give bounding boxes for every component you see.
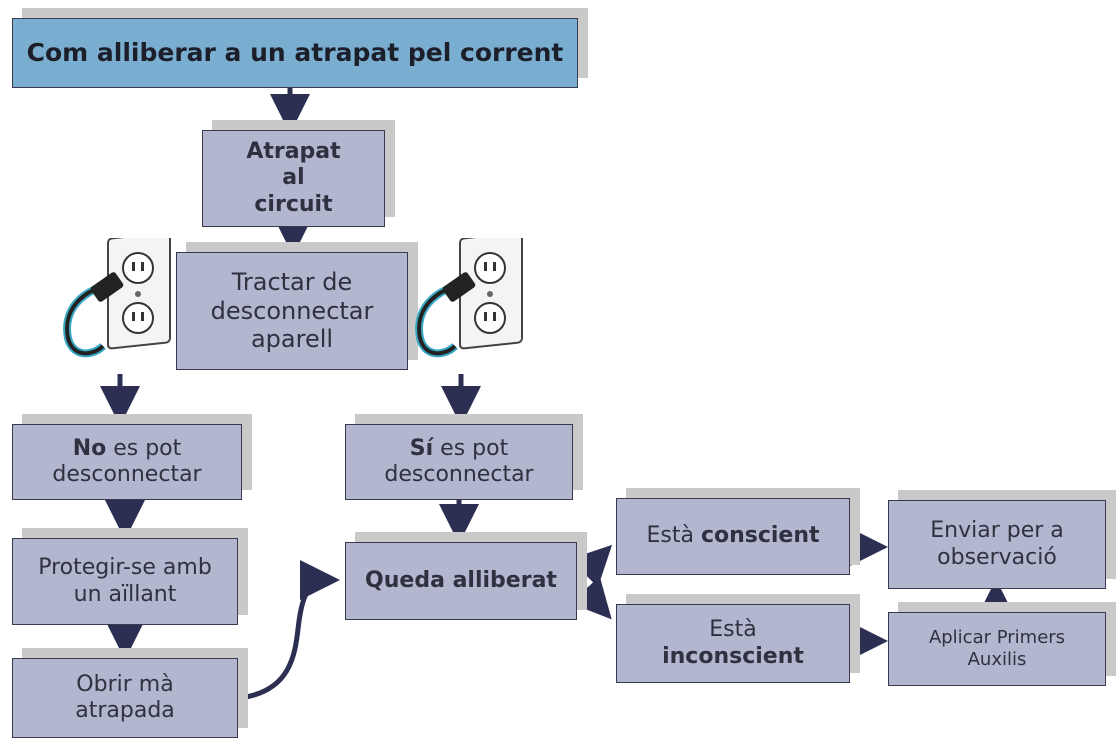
conscious-text: Està conscient <box>646 523 819 549</box>
unconscious-lead: Està <box>709 617 757 643</box>
trapped-text: Atrapat al circuit <box>246 138 341 217</box>
observation-text: Enviar per a observació <box>930 518 1064 570</box>
yes-rest: es pot desconnectar <box>384 435 534 487</box>
released-node: Queda alliberat <box>345 542 577 620</box>
released-text: Queda alliberat <box>365 567 557 593</box>
title-text: Com alliberar a un atrapat pel corrent <box>26 38 564 67</box>
trapped-node: Atrapat al circuit <box>202 130 385 227</box>
arrow-open-to-released <box>239 560 340 701</box>
plug-socket-icon-left <box>63 238 171 358</box>
conscious-lead: Està <box>646 523 701 549</box>
conscious-node: Està conscient <box>616 498 850 575</box>
yes-disconnect-text: Sí es pot desconnectar <box>366 436 552 489</box>
title-node: Com alliberar a un atrapat pel corrent <box>12 18 578 88</box>
open-hand-node: Obrir mà atrapada <box>12 658 238 738</box>
arrow-released-to-unconscious <box>570 576 612 620</box>
plug-socket-icon-right <box>415 238 523 358</box>
no-disconnect-node: No es pot desconnectar <box>12 424 242 500</box>
try-disconnect-node: Tractar de desconnectar aparell <box>176 252 408 370</box>
try-disconnect-text: Tractar de desconnectar aparell <box>210 267 374 354</box>
arrow-released-to-conscious <box>569 544 613 588</box>
no-disconnect-text: No es pot desconnectar <box>33 436 221 489</box>
yes-strong: Sí <box>409 435 434 461</box>
yes-disconnect-node: Sí es pot desconnectar <box>345 424 573 500</box>
observation-node: Enviar per a observació <box>888 500 1106 589</box>
open-hand-text: Obrir mà atrapada <box>75 671 175 723</box>
no-strong: No <box>72 435 107 461</box>
protect-node: Protegir-se amb un aïllant <box>12 538 238 625</box>
conscious-strong: conscient <box>700 523 820 549</box>
unconscious-node: Està inconscient <box>616 604 850 683</box>
unconscious-strong: inconscient <box>662 643 804 669</box>
first-aid-text: Aplicar Primers Auxilis <box>928 627 1066 670</box>
protect-text: Protegir-se amb un aïllant <box>38 555 212 607</box>
first-aid-node: Aplicar Primers Auxilis <box>888 612 1106 686</box>
no-rest: es pot desconnectar <box>52 435 202 487</box>
